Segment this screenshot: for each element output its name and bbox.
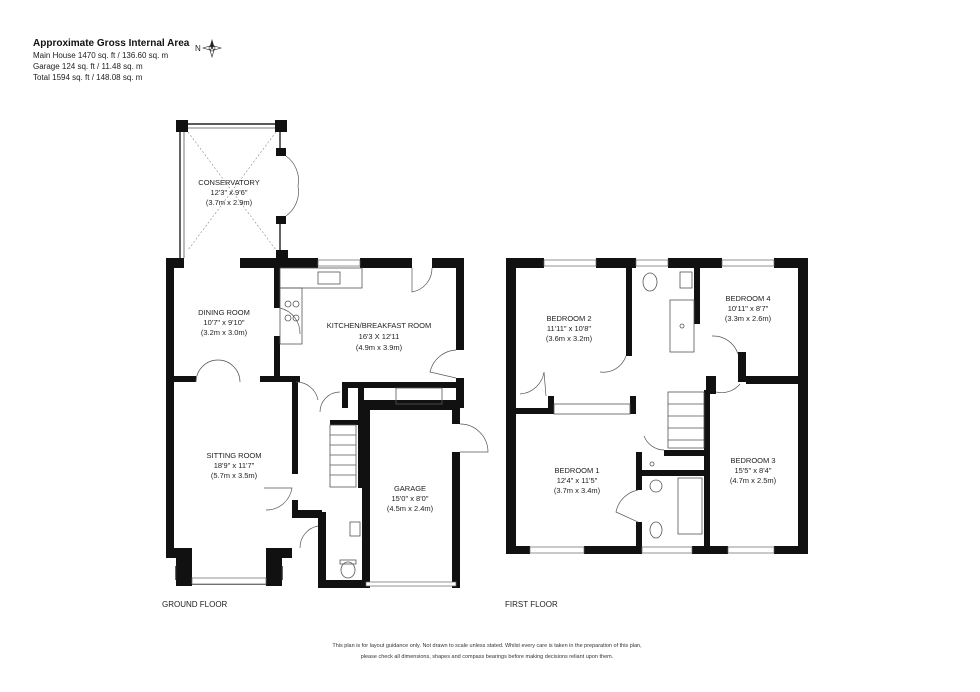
dining-dims: 10'7" x 9'10" bbox=[203, 318, 244, 327]
first-windows bbox=[529, 259, 775, 554]
room-label-conservatory: CONSERVATORY 12'3" x 9'6" (3.7m x 2.9m) bbox=[198, 178, 259, 207]
bedroom1-name: BEDROOM 1 bbox=[554, 466, 599, 475]
dining-name: DINING ROOM bbox=[198, 308, 250, 317]
room-label-bedroom1: BEDROOM 1 12'4" x 11'5" (3.7m x 3.4m) bbox=[554, 466, 601, 495]
area-summary: Approximate Gross Internal Area Main Hou… bbox=[33, 38, 190, 82]
kitchen-dims: 16'3 X 12'11 bbox=[359, 332, 400, 341]
bedroom2-dims: 11'11" x 10'8" bbox=[547, 324, 592, 333]
ground-internal-walls bbox=[174, 267, 462, 579]
room-label-kitchen: KITCHEN/BREAKFAST ROOM 16'3 X 12'11 (4.9… bbox=[327, 321, 431, 352]
disclaimer: This plan is for layout guidance only. N… bbox=[332, 643, 642, 660]
ground-floor-label: GROUND FLOOR bbox=[162, 600, 228, 609]
room-label-garage: GARAGE 15'0" x 8'0" (4.5m x 2.4m) bbox=[387, 484, 434, 513]
conservatory-structure bbox=[176, 120, 299, 260]
area-total: Total 1594 sq. ft / 148.08 sq. m bbox=[33, 73, 143, 82]
sitting-dims: 18'9" x 11'7" bbox=[214, 461, 255, 470]
bedroom4-dims: 10'11" x 8'7" bbox=[728, 304, 769, 313]
first-floor-label: FIRST FLOOR bbox=[505, 600, 558, 609]
conservatory-metric: (3.7m x 2.9m) bbox=[206, 198, 253, 207]
room-label-sitting: SITTING ROOM 18'9" x 11'7" (5.7m x 3.5m) bbox=[207, 451, 262, 480]
first-floor-plan: BEDROOM 2 11'11" x 10'8" (3.6m x 3.2m) B… bbox=[505, 258, 808, 609]
bedroom3-metric: (4.7m x 2.5m) bbox=[730, 476, 777, 485]
room-label-bedroom3: BEDROOM 3 15'5" x 8'4" (4.7m x 2.5m) bbox=[730, 456, 777, 485]
bedroom2-metric: (3.6m x 3.2m) bbox=[546, 334, 593, 343]
ground-outer-walls bbox=[166, 258, 464, 588]
area-main-house: Main House 1470 sq. ft / 136.60 sq. m bbox=[33, 51, 169, 60]
compass-icon: N bbox=[195, 39, 223, 59]
garage-name: GARAGE bbox=[394, 484, 426, 493]
bedroom1-dims: 12'4" x 11'5" bbox=[557, 476, 598, 485]
disclaimer-line-2: please check all dimensions, shapes and … bbox=[361, 654, 614, 660]
conservatory-dims: 12'3" x 9'6" bbox=[211, 188, 248, 197]
area-title: Approximate Gross Internal Area bbox=[33, 38, 190, 49]
kitchen-name: KITCHEN/BREAKFAST ROOM bbox=[327, 321, 431, 330]
room-label-bedroom2: BEDROOM 2 11'11" x 10'8" (3.6m x 3.2m) bbox=[546, 314, 593, 343]
bedroom1-metric: (3.7m x 3.4m) bbox=[554, 486, 601, 495]
garage-dims: 15'0" x 8'0" bbox=[392, 494, 429, 503]
room-label-bedroom4: BEDROOM 4 10'11" x 8'7" (3.3m x 2.6m) bbox=[725, 294, 772, 323]
dining-metric: (3.2m x 3.0m) bbox=[201, 328, 248, 337]
garage-metric: (4.5m x 2.4m) bbox=[387, 504, 434, 513]
compass-north-label: N bbox=[195, 44, 201, 53]
room-label-dining: DINING ROOM 10'7" x 9'10" (3.2m x 3.0m) bbox=[198, 308, 250, 337]
sitting-name: SITTING ROOM bbox=[207, 451, 262, 460]
bedroom3-name: BEDROOM 3 bbox=[730, 456, 775, 465]
disclaimer-line-1: This plan is for layout guidance only. N… bbox=[332, 643, 642, 649]
first-doors bbox=[519, 335, 741, 523]
bedroom4-name: BEDROOM 4 bbox=[725, 294, 770, 303]
bedroom4-metric: (3.3m x 2.6m) bbox=[725, 314, 772, 323]
first-internal-walls bbox=[516, 268, 798, 554]
bedroom3-dims: 15'5" x 8'4" bbox=[735, 466, 772, 475]
ground-windows bbox=[175, 259, 457, 587]
ground-floor-plan: CONSERVATORY 12'3" x 9'6" (3.7m x 2.9m) … bbox=[162, 120, 489, 609]
sitting-metric: (5.7m x 3.5m) bbox=[211, 471, 258, 480]
ground-doors bbox=[195, 267, 489, 549]
conservatory-name: CONSERVATORY bbox=[198, 178, 259, 187]
kitchen-metric: (4.9m x 3.9m) bbox=[356, 343, 403, 352]
bedroom2-name: BEDROOM 2 bbox=[546, 314, 591, 323]
area-garage: Garage 124 sq. ft / 11.48 sq. m bbox=[33, 62, 143, 71]
